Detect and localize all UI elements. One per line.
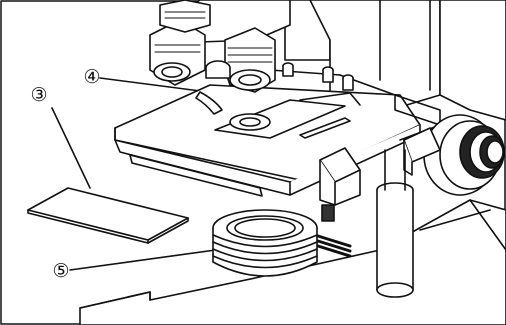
callout-label-5: ⑤ [48,258,74,284]
leader-line-5 [70,248,230,270]
mirror-bracket [318,236,350,256]
glass-slide [28,188,188,243]
callout-label-3: ③ [26,82,52,108]
callout-label-4: ④ [79,64,105,90]
leader-line-4 [100,78,208,92]
leader-line-3 [52,108,90,188]
reflector-mirror [213,210,317,276]
